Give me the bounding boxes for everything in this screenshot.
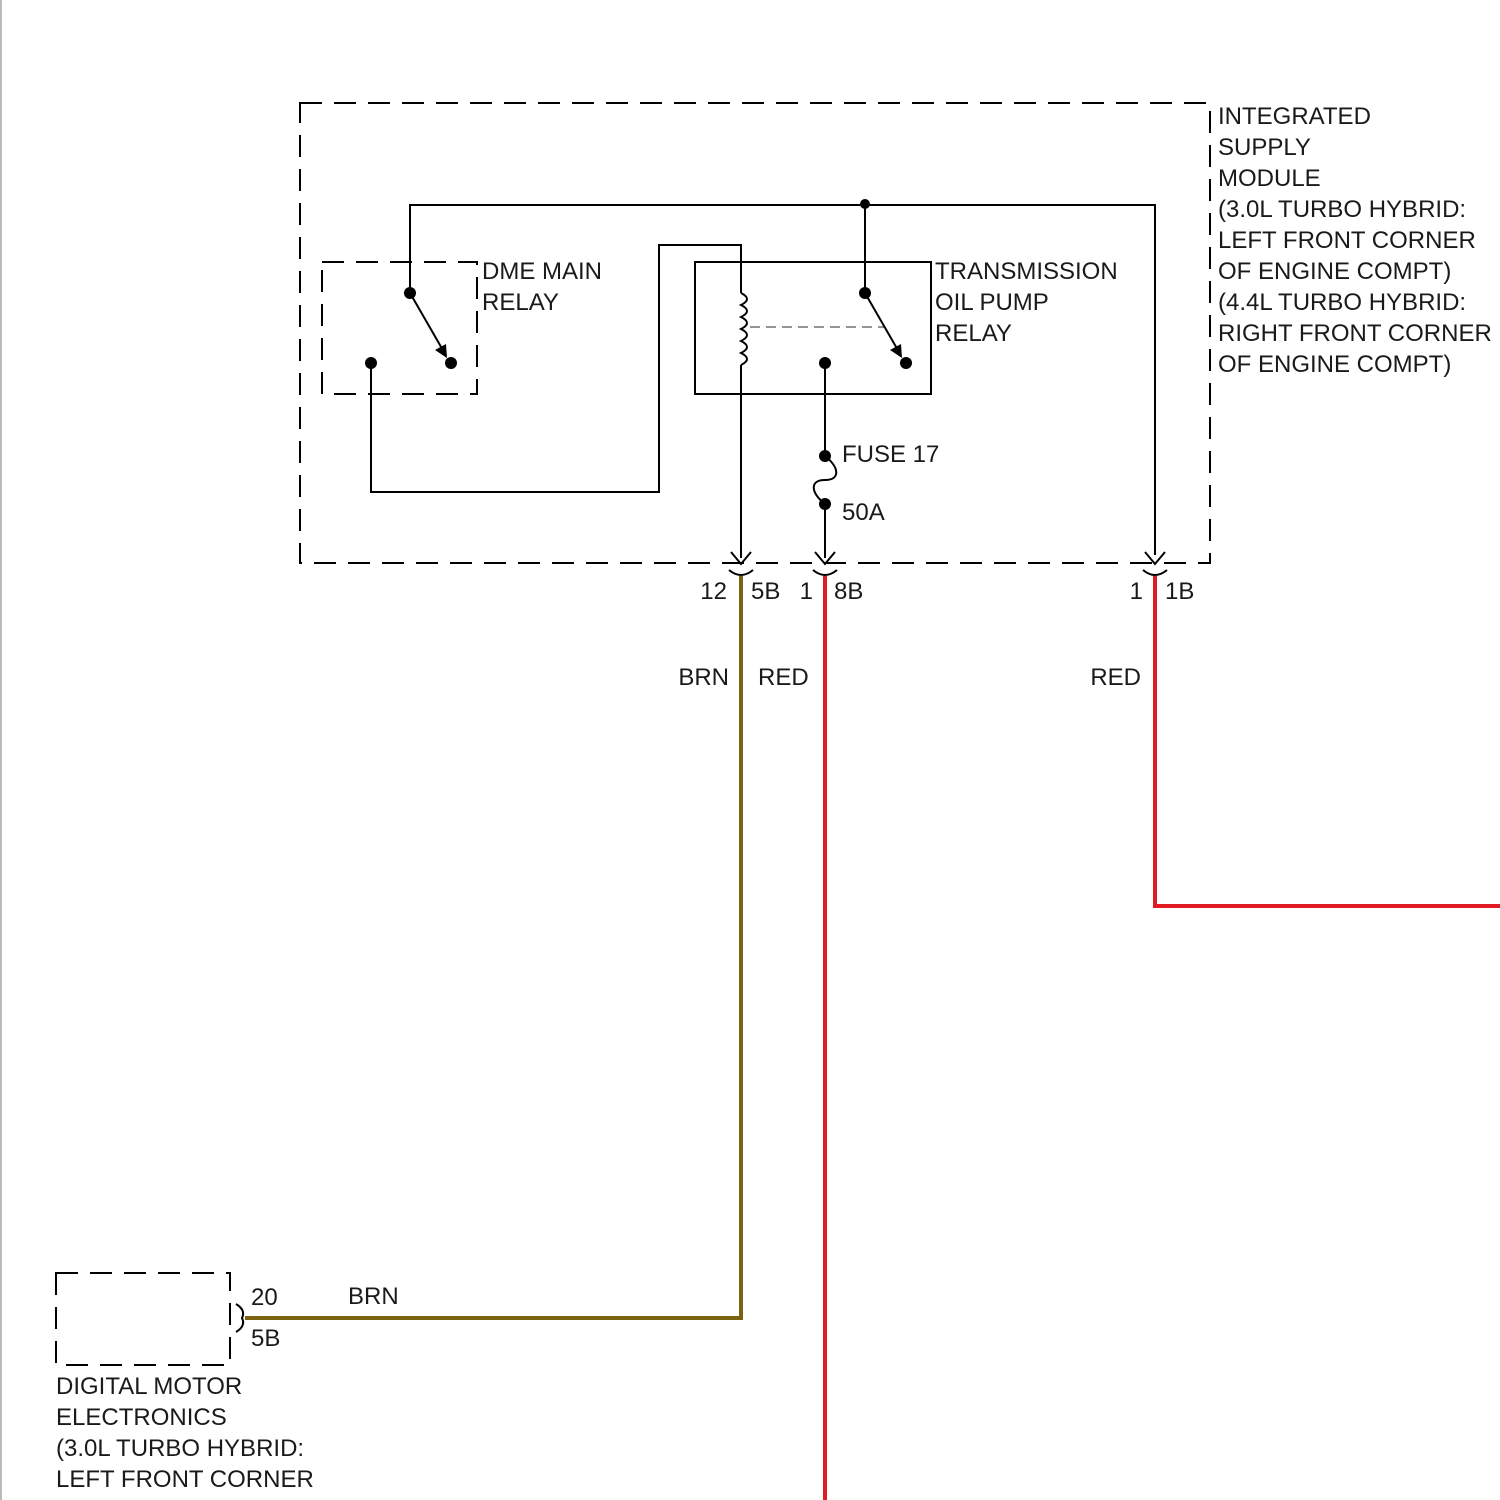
svg-text:RELAY: RELAY	[482, 289, 559, 316]
svg-text:OF ENGINE COMPT): OF ENGINE COMPT)	[1218, 258, 1451, 285]
wire-color-label: BRN	[678, 664, 729, 691]
pump-relay-contact-no	[900, 357, 912, 369]
svg-text:LEFT FRONT CORNER: LEFT FRONT CORNER	[56, 1466, 314, 1493]
connector-pin-label: 12	[700, 578, 727, 605]
relay-coil	[741, 293, 747, 365]
fuse-rating-label: 50A	[842, 499, 885, 526]
svg-text:DME MAIN: DME MAIN	[482, 258, 602, 285]
connector-pin-label: 20	[251, 1284, 278, 1311]
svg-text:LEFT FRONT CORNER: LEFT FRONT CORNER	[1218, 227, 1476, 254]
svg-text:(3.0L TURBO HYBRID:: (3.0L TURBO HYBRID:	[56, 1435, 304, 1462]
svg-text:(4.4L TURBO HYBRID:: (4.4L TURBO HYBRID:	[1218, 289, 1466, 316]
wire-color-label: RED	[1090, 664, 1141, 691]
connector-id-label: 5B	[251, 1325, 280, 1352]
connector-id-label: 5B	[751, 578, 780, 605]
fuse-symbol	[814, 456, 837, 504]
svg-text:TRANSMISSION: TRANSMISSION	[935, 258, 1118, 285]
dme-relay-contact-no	[445, 357, 457, 369]
connector-id-label: 8B	[834, 578, 863, 605]
svg-text:INTEGRATED: INTEGRATED	[1218, 103, 1371, 130]
integrated-supply-module-box	[300, 103, 1210, 563]
connector-20-5b	[236, 1304, 243, 1332]
dme-relay-switch-arm	[410, 293, 444, 352]
oil-pump-relay-box	[695, 262, 931, 394]
integrated-supply-module-label: INTEGRATED SUPPLY MODULE (3.0L TURBO HYB…	[1218, 103, 1492, 378]
pump-relay-switch-arm	[865, 293, 899, 352]
svg-text:ELECTRONICS: ELECTRONICS	[56, 1404, 227, 1431]
digital-motor-electronics-box	[56, 1273, 230, 1365]
svg-text:RIGHT FRONT CORNER: RIGHT FRONT CORNER	[1218, 320, 1492, 347]
fuse-name-label: FUSE 17	[842, 441, 939, 468]
connector-pin-label: 1	[1130, 578, 1143, 605]
svg-text:OIL PUMP: OIL PUMP	[935, 289, 1049, 316]
bus-junction	[860, 199, 870, 209]
red-wire-right	[1155, 576, 1500, 906]
svg-text:(3.0L TURBO HYBRID:: (3.0L TURBO HYBRID:	[1218, 196, 1466, 223]
svg-text:DIGITAL MOTOR: DIGITAL MOTOR	[56, 1373, 242, 1400]
svg-text:OF ENGINE COMPT): OF ENGINE COMPT)	[1218, 351, 1451, 378]
digital-motor-electronics-label: DIGITAL MOTOR ELECTRONICS (3.0L TURBO HY…	[56, 1373, 314, 1493]
brn-wire	[245, 576, 741, 1318]
wire-color-label: RED	[758, 664, 809, 691]
connector-pin-label: 1	[800, 578, 813, 605]
connector-id-label: 1B	[1165, 578, 1194, 605]
svg-text:MODULE: MODULE	[1218, 165, 1321, 192]
oil-pump-relay-label: TRANSMISSION OIL PUMP RELAY	[935, 258, 1118, 347]
wire-color-label: BRN	[348, 1283, 399, 1310]
dme-main-relay-label: DME MAIN RELAY	[482, 258, 602, 316]
svg-text:SUPPLY: SUPPLY	[1218, 134, 1311, 161]
dme-main-relay-box	[322, 262, 477, 394]
svg-text:RELAY: RELAY	[935, 320, 1012, 347]
